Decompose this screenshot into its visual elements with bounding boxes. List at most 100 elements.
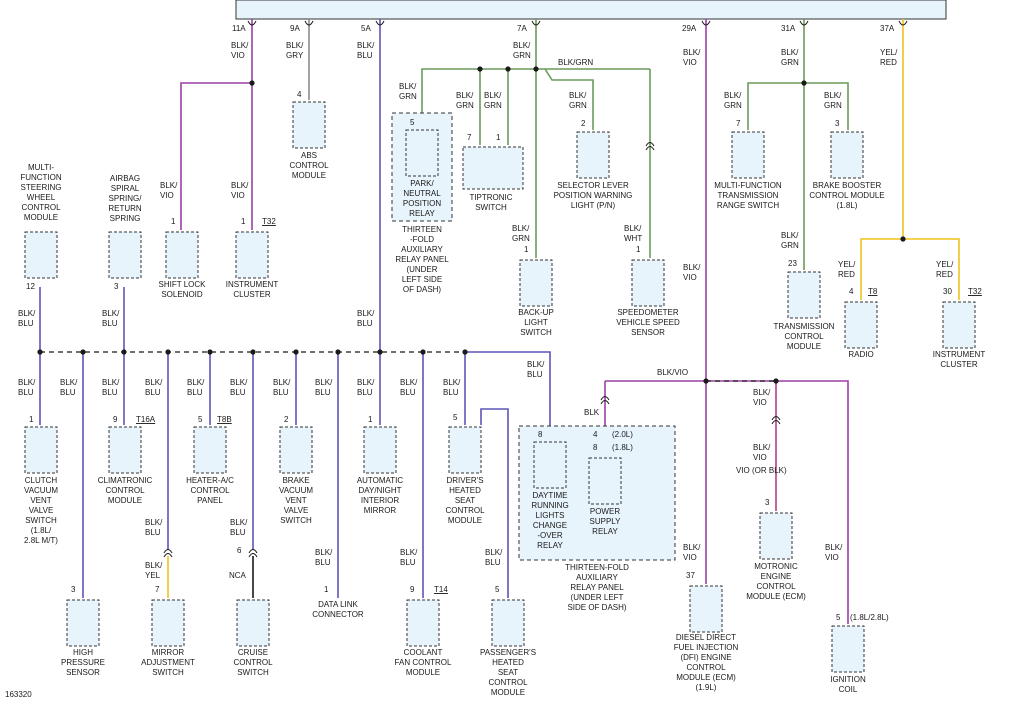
wire-label: BLK/VIO	[683, 48, 701, 67]
pin-number: 6	[237, 546, 242, 555]
pin-11a: 11A	[232, 24, 246, 33]
wire-label: BLK/WHT	[624, 224, 642, 243]
wire-label: BLK	[584, 408, 600, 417]
pin-number: 1	[29, 415, 34, 424]
wire-label: YEL/RED	[880, 48, 898, 67]
wire-label: BLK/GRN	[456, 91, 474, 110]
pin-number: 7	[155, 585, 160, 594]
pin-number: 4	[849, 287, 854, 296]
pin-5a: 5A	[361, 24, 371, 33]
pin-number: 7	[736, 119, 741, 128]
pin-number: 5	[836, 613, 841, 622]
wire-label: BLK/GRN	[558, 58, 593, 67]
wire-label: BLK/GRN	[484, 91, 502, 110]
wire-label: BLK/GRN	[569, 91, 587, 110]
top-pin-markers	[163, 20, 908, 558]
wire-label: BLK/VIO	[753, 443, 771, 462]
wire-label: BLK/BLU	[230, 378, 248, 397]
wire-label: BLK/VIO	[683, 543, 701, 562]
wire-label: BLK/BLU	[443, 378, 461, 397]
pin-number: (2.0L)	[612, 430, 633, 439]
pin-number: 5	[198, 415, 203, 424]
wire-labels: BLK/VIO BLK/GRY BLK/BLU BLK/GRN BLK/GRN …	[18, 41, 954, 580]
wire-label: BLK/BLU	[527, 360, 545, 379]
pin-number: 4	[593, 430, 598, 439]
pin-number: 3	[71, 585, 76, 594]
pin-number: 5	[495, 585, 500, 594]
pin-9a: 9A	[290, 24, 300, 33]
wire-label: BLK/GRN	[724, 91, 742, 110]
pin-numbers: 4 5 7 1 2 7 3 12 3 1 1 1 1 23 4 30 1 9 5…	[26, 90, 952, 622]
wire-label: BLK/VIO	[657, 368, 688, 377]
wire-label: BLK/BLU	[357, 41, 375, 60]
wire-label: BLK/BLU	[102, 309, 120, 328]
wire-label: BLK/BLU	[60, 378, 78, 397]
wire-label: YEL/RED	[838, 260, 856, 279]
wire-label: BLK/BLU	[315, 548, 333, 567]
wire-label: BLK/BLU	[18, 378, 36, 397]
wire-label: BLK/GRN	[781, 231, 799, 250]
pin-number: 4	[297, 90, 302, 99]
pin-7a: 7A	[517, 24, 527, 33]
wire-label: BLK/VIO	[683, 263, 701, 282]
wire-label: BLK/VIO	[231, 41, 249, 60]
wire-label: BLK/GRN	[512, 224, 530, 243]
pin-31a: 31A	[781, 24, 796, 33]
component-boxes	[24, 101, 976, 673]
conn-t8b: T8B	[217, 415, 232, 424]
wire-label: BLK/BLU	[102, 378, 120, 397]
wire-label: BLK/GRN	[781, 48, 799, 67]
pin-number: 1	[524, 245, 529, 254]
pin-number: 5	[453, 413, 458, 422]
wire-label: BLK/BLU	[357, 378, 375, 397]
wire-label: BLK/VIO	[753, 388, 771, 407]
figure-id: 163320	[5, 690, 32, 699]
wire-label: BLK/BLU	[230, 518, 248, 537]
pin-number: 2	[581, 119, 586, 128]
connector-designators: T32 T8 T32 T16A T8B T14	[136, 217, 982, 594]
conn-t32: T32	[968, 287, 982, 296]
wire-label: BLK/BLU	[18, 309, 36, 328]
pin-number: 8	[538, 430, 543, 439]
pin-number: 5	[410, 118, 415, 127]
wire-label: BLK/GRN	[513, 41, 531, 60]
wire-label: BLK/VIO	[231, 181, 249, 200]
pin-number: 1	[241, 217, 246, 226]
wire-label: BLK/GRN	[399, 82, 417, 101]
pin-number: 3	[765, 498, 770, 507]
pin-number: 30	[943, 287, 952, 296]
wire-label: BLK/GRY	[286, 41, 304, 60]
pin-37a: 37A	[880, 24, 895, 33]
pin-number: 2	[284, 415, 289, 424]
wire-label: BLK/BLU	[485, 548, 503, 567]
wire-label: VIO (OR BLK)	[736, 466, 787, 475]
pin-number: 3	[114, 282, 119, 291]
conn-t16a: T16A	[136, 415, 156, 424]
wire-label: BLK/BLU	[315, 378, 333, 397]
